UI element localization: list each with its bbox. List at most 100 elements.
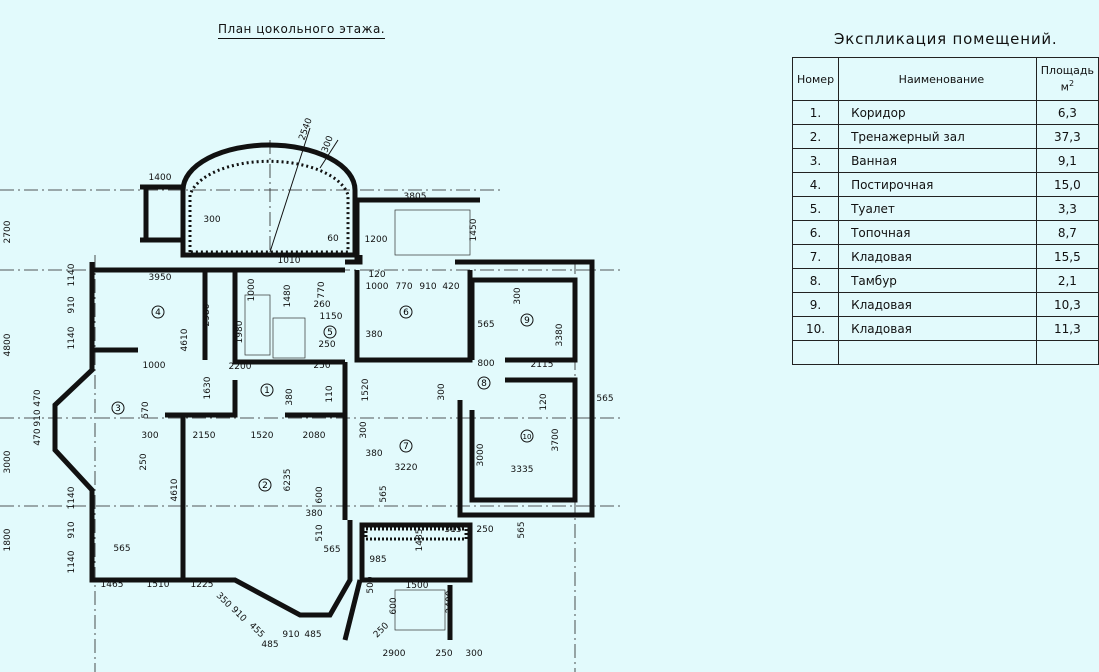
dimension-label: 600 <box>315 486 325 503</box>
dimension-label: 250 <box>318 340 335 350</box>
room-marker-circle <box>477 376 491 390</box>
row-number: 4. <box>791 172 840 197</box>
dimension-label: 1000 <box>366 282 389 292</box>
dimension-label: 2200 <box>229 362 252 372</box>
row-number: 3. <box>791 148 840 173</box>
row-area: 37,3 <box>1035 124 1099 149</box>
room-marker-circle <box>520 429 534 443</box>
dimension-label: 1140 <box>67 263 77 286</box>
dimension-label: 510 <box>315 524 325 541</box>
header-area-sup: 2 <box>1068 79 1075 89</box>
room-number: 7 <box>403 442 409 452</box>
room-marker-circle <box>258 478 272 492</box>
row-area: 9,1 <box>1035 148 1099 173</box>
dimension-label: 2080 <box>303 431 326 441</box>
room-marker: 9 <box>520 313 534 327</box>
dimension-label: 1510 <box>147 580 170 590</box>
row-name: Кладовая <box>838 244 1037 269</box>
table-row <box>791 340 1099 365</box>
room-marker-circle <box>260 383 274 397</box>
room-marker-circle <box>323 325 337 339</box>
room-number: 8 <box>481 379 487 389</box>
dimension-label: 260 <box>313 300 330 310</box>
row-number: 10. <box>791 316 840 341</box>
room-marker-circle <box>399 305 413 319</box>
row-area: 15,5 <box>1035 244 1099 269</box>
dimension-label: 470 <box>33 389 43 406</box>
room-marker: 5 <box>323 325 337 339</box>
dimension-label: 350 <box>214 591 233 610</box>
dimension-label: 300 <box>437 383 447 400</box>
row-number: 2. <box>791 124 840 149</box>
dimension-label: 300 <box>513 287 523 304</box>
dimension-label: 380 <box>365 449 382 459</box>
row-name: Тренажерный зал <box>838 124 1037 149</box>
dimension-label: 1500 <box>406 581 429 591</box>
dimension-label: 1800 <box>3 528 13 551</box>
dome-radius <box>269 127 311 253</box>
room-marker: 6 <box>399 305 413 319</box>
dimension-label: 3950 <box>149 273 172 283</box>
dimension-label: 380 <box>285 388 295 405</box>
room-marker: 7 <box>399 439 413 453</box>
dimension-label: 910 <box>282 630 299 640</box>
dimension-label: 1200 <box>365 235 388 245</box>
dimension-label: 600 <box>389 597 399 614</box>
dimension-label: 315 <box>444 525 461 535</box>
header-area-unit: м <box>1060 80 1069 94</box>
axis-lines <box>0 140 620 672</box>
stairs <box>244 209 471 631</box>
row-number: 8. <box>791 268 840 293</box>
dimension-label: 300 <box>359 421 369 438</box>
room-marker: 4 <box>151 305 165 319</box>
dimension-label: 910 <box>419 282 436 292</box>
dimension-label: 110 <box>325 385 335 402</box>
room-marker: 8 <box>477 376 491 390</box>
explication-title: Экспликация помещений. <box>834 30 1058 48</box>
dimension-label: 455 <box>247 621 266 640</box>
dimension-label: 300 <box>203 215 220 225</box>
header-name: Наименование <box>838 57 1037 101</box>
dimension-label: 3380 <box>555 323 565 346</box>
room-number: 4 <box>155 308 161 318</box>
dimension-label: 1485 <box>415 529 425 552</box>
dimension-label: 6235 <box>283 469 293 492</box>
row-name <box>838 340 1037 365</box>
dimension-label: 250 <box>476 525 493 535</box>
dimension-label: 2150 <box>193 431 216 441</box>
dimension-label: 1520 <box>361 378 371 401</box>
dimension-label: 500 <box>366 576 376 593</box>
row-area: 15,0 <box>1035 172 1099 197</box>
dimension-label: 380 <box>305 509 322 519</box>
walls <box>52 142 595 641</box>
row-name: Кладовая <box>838 292 1037 317</box>
row-area: 6,3 <box>1035 100 1099 125</box>
dimension-label: 4610 <box>180 328 190 351</box>
room-number: 9 <box>524 316 530 326</box>
dimension-label: 120 <box>539 393 549 410</box>
row-name: Коридор <box>838 100 1037 125</box>
dimension-label: 120 <box>368 270 385 280</box>
dimension-label: 1000 <box>143 361 166 371</box>
dimension-label: 250 <box>435 649 452 659</box>
dimension-label: 60 <box>327 234 339 244</box>
row-name: Кладовая <box>838 316 1037 341</box>
dimension-label: 565 <box>477 320 494 330</box>
room-marker-circle <box>111 401 125 415</box>
dimension-label: 3000 <box>476 443 486 466</box>
dimension-label: 2540 <box>298 117 315 142</box>
row-number <box>791 340 840 365</box>
dimension-label: 1000 <box>247 278 257 301</box>
room-marker: 10 <box>520 429 534 443</box>
row-name: Постирочная <box>838 172 1037 197</box>
dimension-label: 985 <box>369 555 386 565</box>
row-number: 7. <box>791 244 840 269</box>
